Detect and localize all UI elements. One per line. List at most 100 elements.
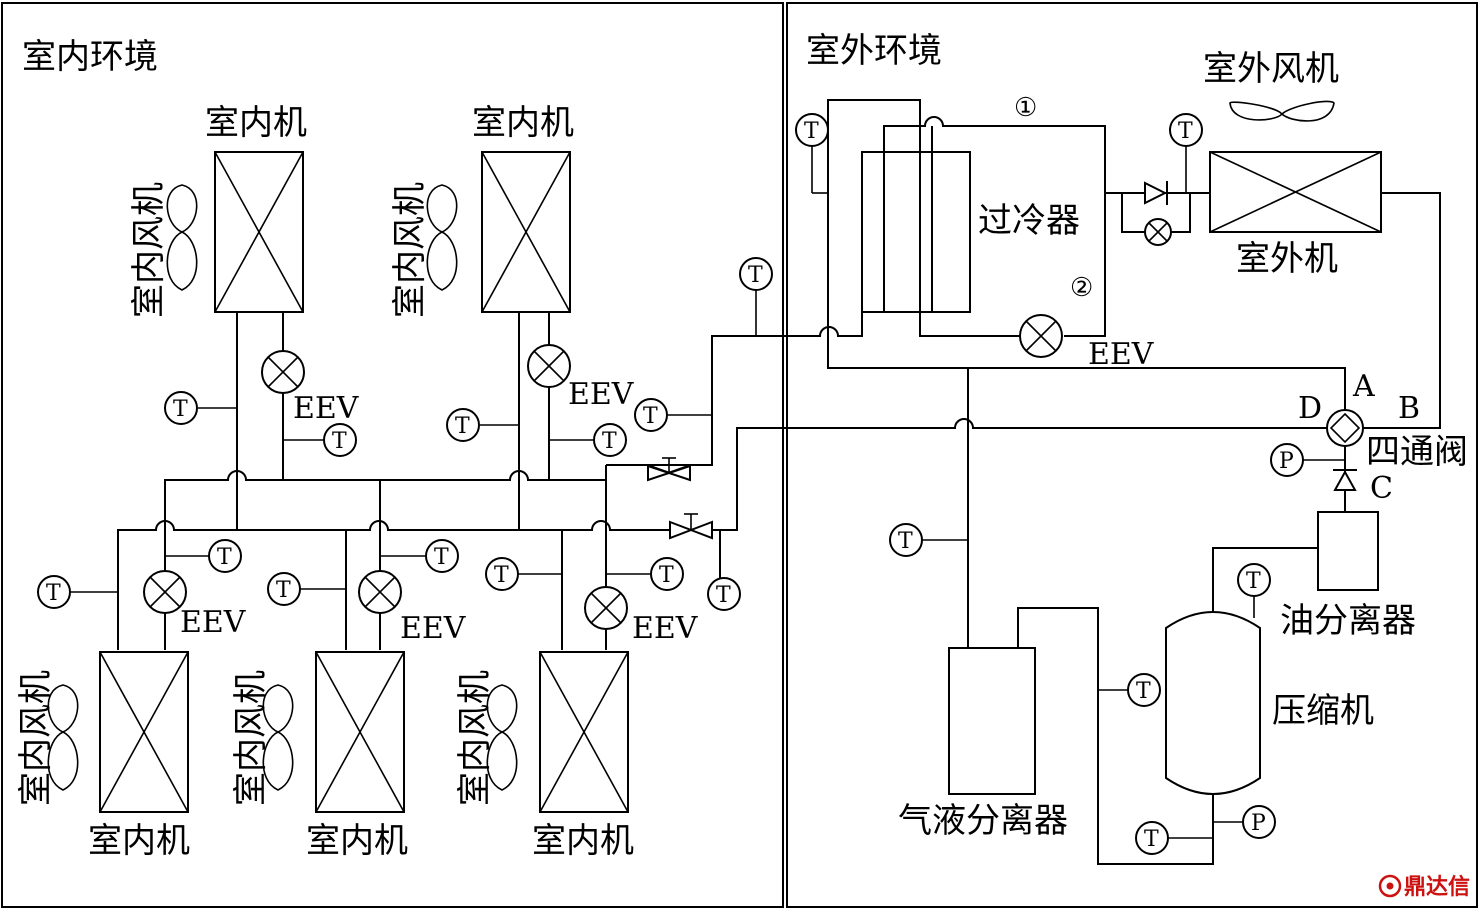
pressure-sensor-icon: P [1242, 805, 1276, 839]
gas-liquid-separator [948, 647, 1036, 795]
fan-icon [486, 684, 518, 791]
expansion-valve-outdoor-small [1144, 218, 1172, 246]
eev-label-bottom-middle: EEV [400, 611, 467, 646]
oil-separator [1317, 511, 1379, 591]
eev-label-bottom-right: EEV [632, 611, 699, 646]
temperature-sensor-icon: T [889, 523, 923, 557]
indoor-fan-bottom-left: 室内风机 [16, 670, 79, 806]
temperature-sensors: T T T T T T T T T T T T T T T T T T T [37, 113, 1271, 855]
subcooler [861, 151, 971, 313]
compressor [1165, 611, 1261, 795]
port-label-c: C [1370, 471, 1393, 506]
fan-icon [47, 684, 79, 791]
svg-text:T: T [659, 563, 674, 588]
temperature-sensor-icon: T [650, 557, 684, 591]
temperature-sensor-icon: T [1127, 673, 1161, 707]
indoor-environment-label: 室内环境 [22, 37, 158, 77]
svg-text:P: P [1279, 449, 1294, 474]
svg-text:T: T [46, 581, 61, 606]
outdoor-environment-label: 室外环境 [806, 31, 942, 71]
check-valve-discharge [1333, 469, 1357, 491]
subcooler-port-1: ① [1014, 93, 1037, 123]
indoor-unit-bottom-right [539, 651, 629, 813]
temperature-sensor-icon: T [707, 577, 741, 611]
svg-text:T: T [494, 563, 509, 588]
indoor-region-border [1, 2, 784, 908]
temperature-sensor-icon: T [164, 391, 198, 425]
pressure-sensors: P P [1242, 443, 1304, 839]
watermark-text: 鼎达信 [1404, 874, 1470, 900]
eev-valve-outdoor [1019, 314, 1063, 358]
svg-text:P: P [1251, 811, 1266, 836]
fan-icon [166, 184, 198, 291]
stop-valve-upper [647, 457, 691, 482]
svg-text:T: T [1136, 679, 1151, 704]
svg-text:T: T [643, 404, 658, 429]
eev-label-top-right: EEV [568, 377, 635, 412]
temperature-sensor-icon: T [485, 557, 519, 591]
svg-text:T: T [1178, 119, 1193, 144]
outdoor-fan-icon [1229, 100, 1335, 122]
watermark-logo: 鼎达信 [1378, 874, 1470, 900]
port-label-a: A [1352, 369, 1375, 404]
temperature-sensor-icon: T [267, 572, 301, 606]
fan-label: 室内风机 [16, 670, 56, 806]
svg-text:T: T [1144, 827, 1159, 852]
temperature-sensor-icon: T [739, 257, 773, 291]
temperature-sensor-icon: T [208, 539, 242, 573]
indoor-unit-bottom-middle [315, 651, 405, 813]
gas-liquid-separator-label: 气液分离器 [898, 801, 1068, 841]
temperature-sensor-icon: T [1237, 563, 1271, 597]
fan-label: 室内风机 [129, 182, 169, 318]
temperature-sensor-icon: T [1135, 821, 1169, 855]
indoor-fan-top-left: 室内风机 [129, 182, 198, 318]
outdoor-unit-label: 室外机 [1236, 239, 1338, 279]
oil-separator-label: 油分离器 [1280, 601, 1416, 641]
four-way-valve-label: 四通阀 [1366, 432, 1468, 472]
fan-label: 室内风机 [390, 182, 430, 318]
eev-valve-bottom-right [584, 586, 628, 630]
svg-text:T: T [748, 263, 763, 288]
indoor-unit-bottom-left [99, 651, 189, 813]
eev-label-outdoor: EEV [1088, 337, 1155, 372]
pressure-sensor-icon: P [1270, 443, 1304, 477]
indoor-unit-label-bottom-middle: 室内机 [306, 821, 408, 861]
outdoor-region-border [786, 2, 1478, 908]
svg-text:T: T [716, 583, 731, 608]
temperature-sensor-icon: T [1169, 113, 1203, 147]
eev-valve-bottom-middle [358, 570, 402, 614]
temperature-sensor-icon: T [446, 408, 480, 442]
stop-valve-lower [669, 513, 713, 540]
indoor-unit-top-right [481, 151, 571, 313]
outdoor-unit [1209, 151, 1382, 233]
svg-text:T: T [276, 578, 291, 603]
fan-icon [262, 684, 294, 791]
check-valve-outdoor [1144, 181, 1168, 205]
indoor-unit-label-top-left: 室内机 [205, 103, 307, 143]
temperature-sensor-icon: T [634, 398, 668, 432]
svg-text:T: T [804, 119, 819, 144]
svg-text:T: T [434, 545, 449, 570]
subcooler-port-2: ② [1070, 273, 1093, 303]
eev-label-bottom-left: EEV [180, 605, 247, 640]
svg-text:T: T [455, 414, 470, 439]
indoor-unit-label-bottom-left: 室内机 [88, 821, 190, 861]
temperature-sensor-icon: T [593, 423, 627, 457]
svg-text:T: T [217, 545, 232, 570]
fan-icon [426, 184, 458, 291]
svg-text:T: T [602, 429, 617, 454]
indoor-fan-top-right: 室内风机 [390, 182, 458, 318]
fan-label: 室内风机 [455, 670, 495, 806]
svg-text:T: T [332, 429, 347, 454]
subcooler-label: 过冷器 [978, 201, 1080, 241]
indoor-fan-bottom-right: 室内风机 [455, 670, 518, 806]
port-label-b: B [1398, 391, 1420, 426]
svg-text:T: T [1246, 569, 1261, 594]
temperature-sensor-icon: T [795, 113, 829, 147]
temperature-sensor-icon: T [323, 423, 357, 457]
eev-valve-top-right [527, 344, 571, 388]
outdoor-fan-label: 室外风机 [1203, 49, 1339, 89]
compressor-label: 压缩机 [1272, 691, 1374, 731]
fan-label: 室内风机 [231, 670, 271, 806]
